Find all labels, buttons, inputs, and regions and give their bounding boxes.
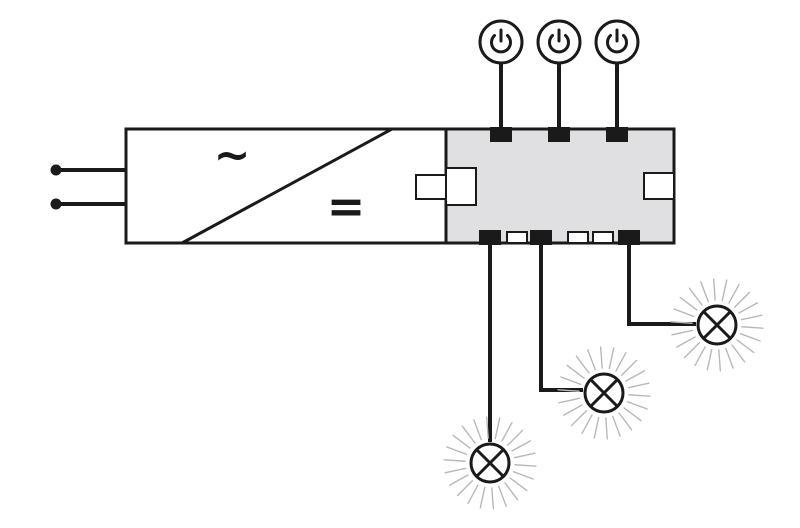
lamp-icon [670, 278, 764, 372]
lamp-connector-1 [479, 230, 501, 245]
light-ray [620, 359, 638, 376]
light-ray [512, 470, 534, 480]
light-ray [623, 407, 642, 422]
light-ray [627, 382, 650, 389]
light-ray [615, 351, 627, 372]
mains-terminal-1 [50, 164, 62, 176]
lamp-wires [488, 245, 696, 442]
light-ray [739, 332, 761, 342]
light-ray [628, 394, 651, 397]
light-ray [504, 482, 519, 501]
light-ray [721, 279, 728, 302]
light-ray [675, 336, 696, 348]
light-ray [575, 355, 590, 374]
light-ray [511, 440, 532, 452]
light-ray [513, 452, 536, 459]
light-ray [560, 376, 582, 386]
mains-terminal-2 [50, 198, 62, 210]
light-ray [557, 389, 580, 392]
light-ray [566, 364, 585, 379]
light-ray [593, 416, 600, 439]
mains-input [50, 164, 126, 210]
distributor-socket-right [643, 172, 675, 200]
distributor-socket-left [445, 167, 477, 206]
empty-slot-3 [592, 231, 614, 244]
light-ray [444, 467, 467, 474]
light-ray [718, 349, 722, 372]
light-ray [725, 347, 734, 369]
light-ray [479, 486, 486, 509]
light-ray [706, 348, 713, 371]
empty-slot-1 [506, 231, 528, 244]
power-icon [478, 19, 524, 65]
light-ray [688, 287, 703, 306]
distributor [415, 127, 676, 245]
lamp-icon [443, 416, 537, 510]
light-ray [581, 414, 593, 435]
light-ray [671, 329, 694, 336]
distributor-plug-left [415, 174, 447, 200]
lamp-icon [557, 346, 651, 440]
light-ray [587, 349, 596, 371]
light-ray [670, 321, 693, 324]
power-icon [594, 19, 640, 65]
driver-diagonal [181, 127, 393, 245]
light-ray [558, 397, 581, 404]
switch-connector-2 [548, 127, 570, 142]
light-ray [570, 410, 588, 427]
light-ray [498, 485, 507, 507]
lamp-wire-3 [627, 245, 696, 326]
light-ray [608, 347, 615, 370]
light-ray [700, 281, 709, 303]
light-ray [731, 344, 746, 363]
light-ray [740, 314, 763, 321]
light-ray [741, 326, 764, 329]
power-icon [536, 19, 582, 65]
light-ray [612, 415, 621, 437]
switches [478, 19, 640, 129]
light-ray [694, 346, 706, 367]
distributor-box [444, 127, 676, 245]
light-ray [618, 412, 633, 431]
light-ray [501, 421, 513, 442]
lamp-connector-3 [618, 230, 640, 245]
light-ray [728, 283, 740, 304]
light-ray [626, 400, 648, 410]
ac-symbol: ~ [214, 130, 251, 181]
switch-connector-1 [490, 127, 512, 142]
switch-connector-3 [606, 127, 628, 142]
light-ray [605, 417, 609, 440]
light-ray [452, 434, 471, 449]
light-ray [485, 416, 489, 439]
light-ray [448, 474, 469, 486]
light-ray [712, 278, 716, 301]
light-ray [473, 419, 482, 441]
light-ray [673, 308, 695, 318]
light-ray [562, 404, 583, 416]
light-ray [494, 417, 501, 440]
light-ray [509, 477, 528, 492]
light-ray [461, 425, 476, 444]
light-ray [736, 339, 755, 354]
light-ray [679, 296, 698, 311]
light-ray [514, 464, 537, 467]
lamp-wire-2 [539, 245, 583, 392]
light-ray [467, 484, 479, 505]
light-ray [599, 346, 603, 369]
led-driver: ~ = [124, 127, 448, 245]
light-ray [491, 487, 495, 510]
light-ray [625, 370, 646, 382]
light-ray [446, 446, 468, 456]
lamp-connector-2 [530, 230, 552, 245]
light-ray [443, 459, 466, 462]
light-ray [738, 302, 759, 314]
empty-slot-2 [567, 231, 589, 244]
light-ray [683, 342, 701, 359]
light-ray [733, 291, 751, 308]
light-ray [456, 480, 474, 497]
light-ray [506, 429, 524, 446]
dc-symbol: = [327, 179, 366, 233]
